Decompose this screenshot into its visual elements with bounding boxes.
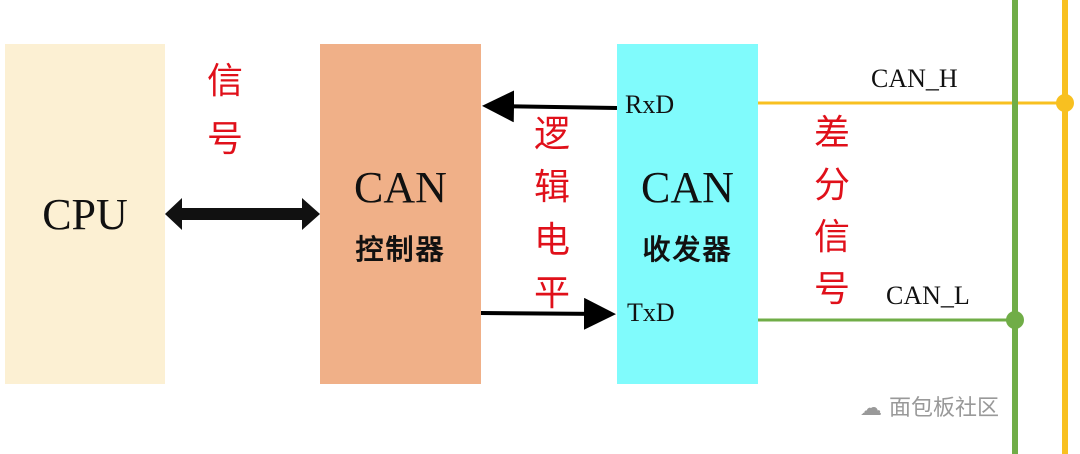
watermark-text: 面包板社区 <box>889 396 1000 421</box>
logic-level-annotation: 逻 辑 电 平 <box>530 108 574 320</box>
transceiver-label: CAN <box>641 163 734 212</box>
can-transceiver-block: CAN 收发器 RxD TxD <box>617 44 758 384</box>
char: 差 <box>813 113 850 154</box>
bidirectional-arrow <box>165 198 320 230</box>
char: 信 <box>206 61 243 102</box>
char: 平 <box>533 273 570 314</box>
char: 逻 <box>533 114 570 155</box>
differential-signal-annotation: 差 分 信 号 <box>810 108 854 316</box>
controller-sublabel: 控制器 <box>355 233 446 266</box>
char: 电 <box>533 220 570 261</box>
can-l-label: CAN_L <box>886 281 970 310</box>
watermark: ☁ 面包板社区 <box>860 390 999 422</box>
transceiver-sublabel: 收发器 <box>642 233 733 266</box>
rxd-arrow <box>482 90 618 123</box>
rxd-label: RxD <box>625 90 675 119</box>
can-l-junction <box>1006 311 1024 329</box>
char: 号 <box>813 269 850 310</box>
controller-label: CAN <box>354 163 447 212</box>
txd-label: TxD <box>627 298 675 327</box>
char: 辑 <box>533 167 570 208</box>
signal-annotation: 信 号 <box>203 58 247 164</box>
cpu-label: CPU <box>42 190 128 239</box>
txd-arrow <box>480 297 616 330</box>
char: 分 <box>813 165 850 206</box>
can-h-junction <box>1056 94 1074 112</box>
can-controller-block: CAN 控制器 <box>320 44 481 384</box>
char: 信 <box>813 217 850 258</box>
char: 号 <box>206 119 243 160</box>
cpu-block: CPU <box>5 44 165 384</box>
can-h-label: CAN_H <box>871 64 958 93</box>
wechat-icon: ☁ <box>860 396 882 421</box>
